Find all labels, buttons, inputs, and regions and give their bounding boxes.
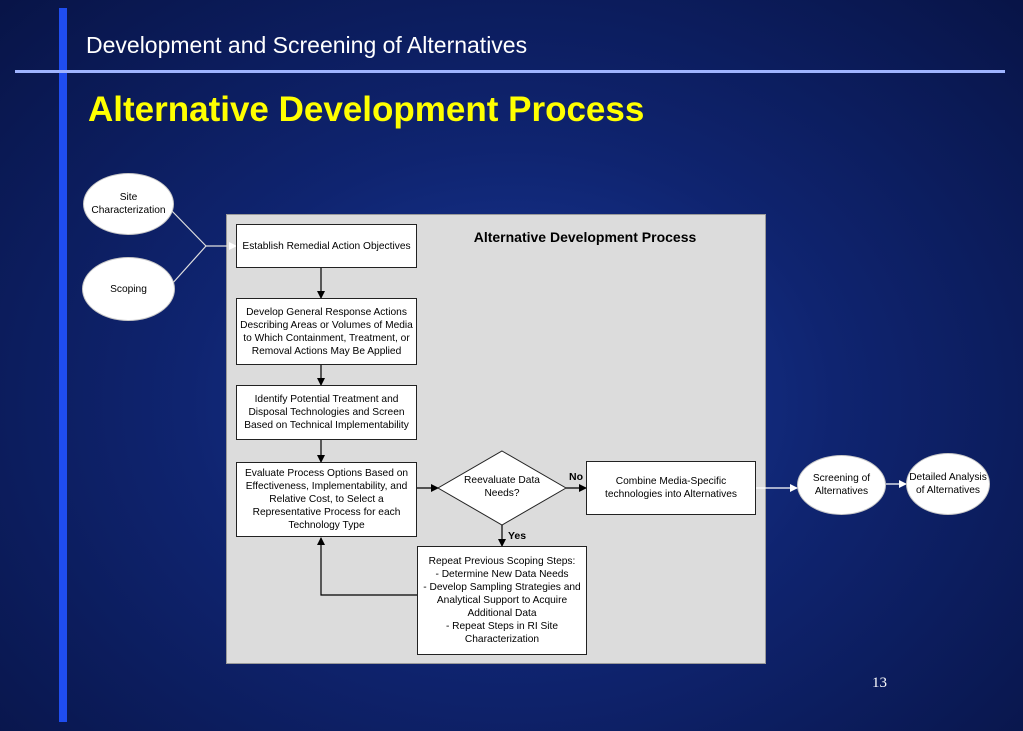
no-label: No [569,471,583,483]
scoping-oval: Scoping [82,257,175,321]
combine-technologies-box: Combine Media-Specific technologies into… [586,461,756,515]
yes-label: Yes [508,530,527,542]
accent-vertical-bar [59,8,67,722]
identify-technologies-box: Identify Potential Treatment and Disposa… [236,385,417,440]
evaluate-process-options-box: Evaluate Process Options Based on Effect… [236,462,417,537]
scoping-connector [170,245,207,286]
repeat-scoping-steps-box: Repeat Previous Scoping Steps: - Determi… [417,546,587,655]
header-title: Development and Screening of Alternative… [86,32,528,58]
loop-back-arrow [317,537,417,596]
panel-title: Alternative Development Process [473,229,697,245]
establish-objectives-box: Establish Remedial Action Objectives [236,224,417,268]
decision-text: Reevaluate Data Needs? [464,475,540,499]
header-divider [15,70,1005,73]
detailed-analysis-oval: Detailed Analysis of Alternatives [906,453,990,515]
site-connector [170,209,207,247]
general-response-actions-box: Develop General Response Actions Describ… [236,298,417,365]
slide-title: Alternative Development Process [88,90,645,129]
screening-alternatives-oval: Screening of Alternatives [797,455,886,515]
site-characterization-oval: Site Characterization [83,173,174,235]
page-number: 13 [872,675,887,691]
